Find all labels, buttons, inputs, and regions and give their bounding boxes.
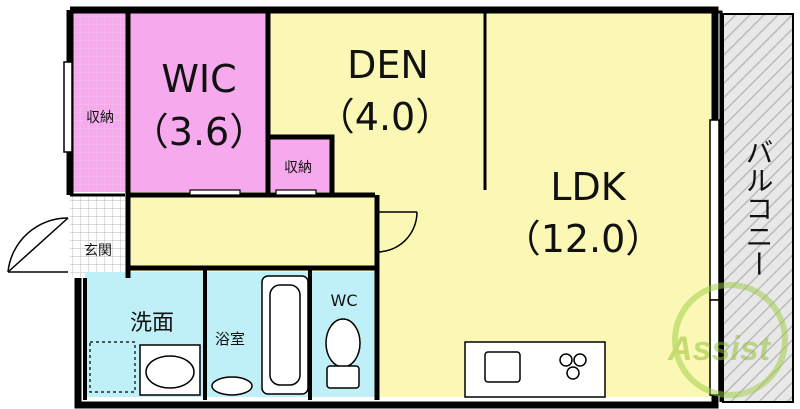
wic-name-label: WIC xyxy=(161,57,236,101)
toilet-icon xyxy=(325,318,361,389)
wc-label: WC xyxy=(331,291,358,310)
entrance-door-icon xyxy=(7,217,69,273)
bathroom-label: 浴室 xyxy=(215,330,245,348)
storage-left-fill xyxy=(70,12,128,192)
entrance-fill xyxy=(70,195,125,277)
balcony-label: バルコニー xyxy=(742,138,775,278)
wic-fill xyxy=(130,12,268,192)
storage-door-icons xyxy=(189,189,317,196)
bathtub-icon xyxy=(261,275,309,395)
den-name-label: DEN xyxy=(347,43,429,87)
windows xyxy=(63,61,720,396)
washbasin-icon xyxy=(139,344,201,396)
laundry-pan-icon xyxy=(89,341,136,393)
ldk-size-label: （12.0） xyxy=(503,217,664,261)
assist-watermark-logo: Assist xyxy=(667,282,788,398)
washroom-label: 洗面 xyxy=(130,311,174,336)
storage-small-fill xyxy=(268,137,330,192)
walls xyxy=(66,6,723,409)
ldk-name-label: LDK xyxy=(550,165,626,209)
balcony-fill xyxy=(722,13,794,403)
bath-sink-icon xyxy=(211,376,253,396)
storage-small-label: 収納 xyxy=(284,160,312,176)
hall-door-icon xyxy=(376,211,418,253)
watermark-text: Assist xyxy=(667,330,772,368)
den-size-label: （4.0） xyxy=(317,95,453,139)
storage-left-label: 収納 xyxy=(86,110,114,126)
entrance-label: 玄関 xyxy=(84,242,112,259)
kitchen-counter-icon xyxy=(464,341,606,398)
wic-size-label: （3.6） xyxy=(131,110,267,154)
